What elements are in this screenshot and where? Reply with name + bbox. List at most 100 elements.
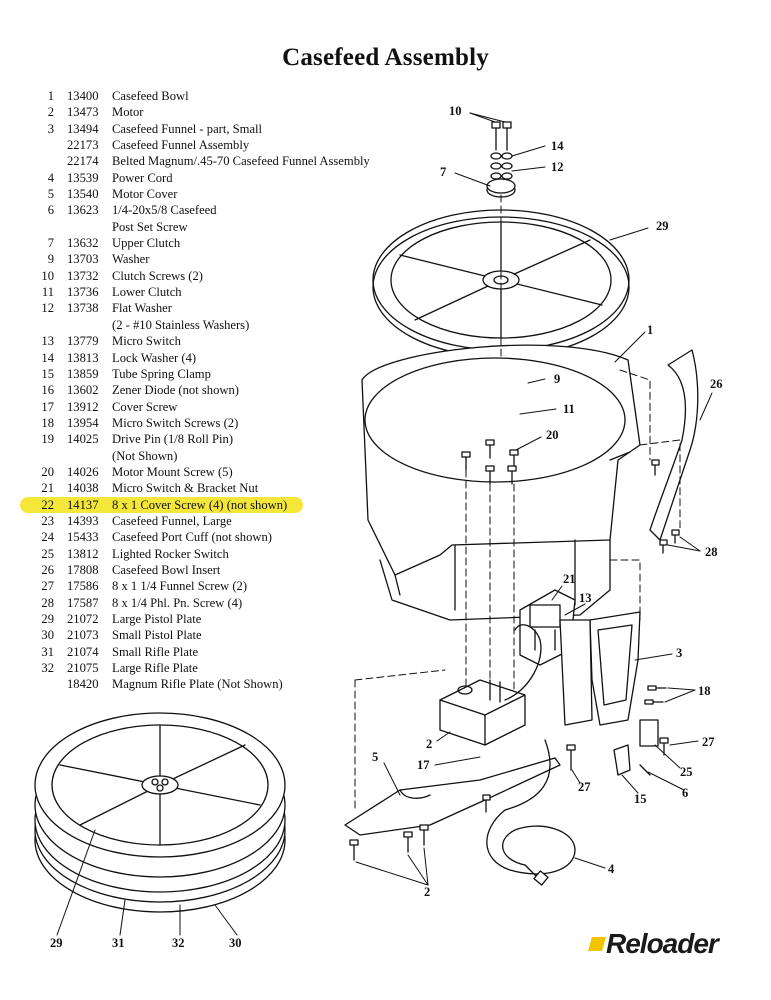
- part-description: Casefeed Funnel - part, Small: [112, 121, 263, 136]
- part-description: Magnum Rifle Plate (Not Shown): [112, 677, 283, 692]
- part-number-index: 32: [41, 661, 54, 676]
- callout-18: 18: [698, 684, 711, 698]
- part-number-index: 14: [41, 350, 54, 365]
- part-code: 13736: [67, 285, 99, 300]
- part-description: Tube Spring Clamp: [112, 366, 211, 381]
- callout-29-bottom: 29: [50, 936, 63, 950]
- callout-10: 10: [449, 104, 462, 118]
- part-code: 13602: [67, 383, 99, 398]
- part-number-index: 26: [41, 562, 54, 577]
- callout-26: 26: [710, 377, 723, 391]
- power-cord: [486, 739, 576, 886]
- callout-31: 31: [112, 936, 125, 950]
- callout-30: 30: [229, 936, 242, 950]
- part-number-index: 11: [41, 285, 54, 300]
- part-description: Cover Screw: [112, 399, 178, 414]
- callout-5: 5: [372, 750, 379, 764]
- part-number-index: 27: [41, 579, 54, 594]
- callout-6: 6: [682, 786, 689, 800]
- part-code: 21074: [67, 644, 99, 659]
- part-code: 13954: [67, 415, 99, 430]
- callout-9: 9: [554, 372, 561, 386]
- callout-13: 13: [579, 591, 592, 605]
- part-description: Micro Switch Screws (2): [112, 415, 239, 430]
- part-code: 13623: [67, 203, 99, 218]
- callout-20: 20: [546, 428, 559, 442]
- part-description: 1/4-20x5/8 Casefeed: [112, 203, 217, 218]
- part-description: Lock Washer (4): [112, 350, 197, 365]
- part-number-index: 12: [41, 301, 54, 316]
- clutch-screws: [491, 121, 512, 151]
- part-code: 13812: [67, 546, 99, 561]
- part-code: 21073: [67, 628, 99, 643]
- part-description: Casefeed Bowl Insert: [112, 562, 221, 577]
- part-description: (Not Shown): [112, 448, 178, 463]
- callout-7: 7: [440, 165, 447, 179]
- part-number-index: 7: [47, 236, 54, 251]
- part-number-index: 19: [41, 432, 54, 447]
- part-code: 17586: [67, 579, 99, 594]
- part-number-index: 20: [41, 464, 54, 479]
- washers: [490, 152, 513, 180]
- part-code: 14137: [67, 497, 99, 512]
- part-number-index: 21: [41, 481, 54, 496]
- part-code: 14038: [67, 481, 99, 496]
- callout-2-motor: 2: [426, 737, 433, 751]
- part-number-index: 2: [47, 105, 54, 120]
- part-description: Belted Magnum/.45-70 Casefeed Funnel Ass…: [112, 154, 370, 169]
- callout-27-lower: 27: [578, 780, 591, 794]
- part-number-index: 23: [41, 513, 54, 528]
- part-code: 14026: [67, 464, 99, 479]
- part-code: 13632: [67, 236, 99, 251]
- parts-row: 22174 Belted Magnum/.45-70 Casefeed Funne…: [24, 153, 444, 169]
- callout-17: 17: [417, 758, 430, 772]
- callout-28: 28: [705, 545, 718, 559]
- part-description: 8 x 1 1/4 Funnel Screw (2): [112, 579, 248, 594]
- parts-row: 14 13813 Lock Washer (4): [24, 350, 444, 366]
- part-number-index: 24: [41, 530, 54, 545]
- part-number-index: 15: [41, 366, 54, 381]
- callout-21: 21: [563, 572, 576, 586]
- part-description: Casefeed Port Cuff (not shown): [112, 530, 272, 545]
- part-description: Small Pistol Plate: [112, 628, 202, 643]
- part-code: 13540: [67, 187, 99, 202]
- part-description: Lower Clutch: [112, 285, 182, 300]
- part-code: 13912: [67, 399, 99, 414]
- motor-screws: [349, 794, 491, 861]
- callout-3: 3: [676, 646, 683, 660]
- part-code: 13703: [67, 252, 99, 267]
- logo-text: Reloader: [606, 928, 719, 959]
- part-description: Drive Pin (1/8 Roll Pin): [112, 432, 234, 447]
- part-number-index: 29: [41, 612, 54, 626]
- part-description: Flat Washer: [112, 301, 172, 316]
- brand-logo: Reloader: [588, 928, 719, 960]
- parts-row: 11 13736 Lower Clutch: [24, 284, 444, 300]
- part-code: 21072: [67, 612, 99, 626]
- part-code: 13859: [67, 366, 99, 381]
- part-code: 22174: [67, 154, 99, 169]
- part-description: Upper Clutch: [112, 236, 181, 251]
- part-number-index: 22: [41, 497, 54, 512]
- part-code: 18420: [67, 677, 99, 692]
- callout-1: 1: [647, 323, 654, 337]
- part-description: Clutch Screws (2): [112, 268, 203, 283]
- part-code: 13813: [67, 350, 99, 365]
